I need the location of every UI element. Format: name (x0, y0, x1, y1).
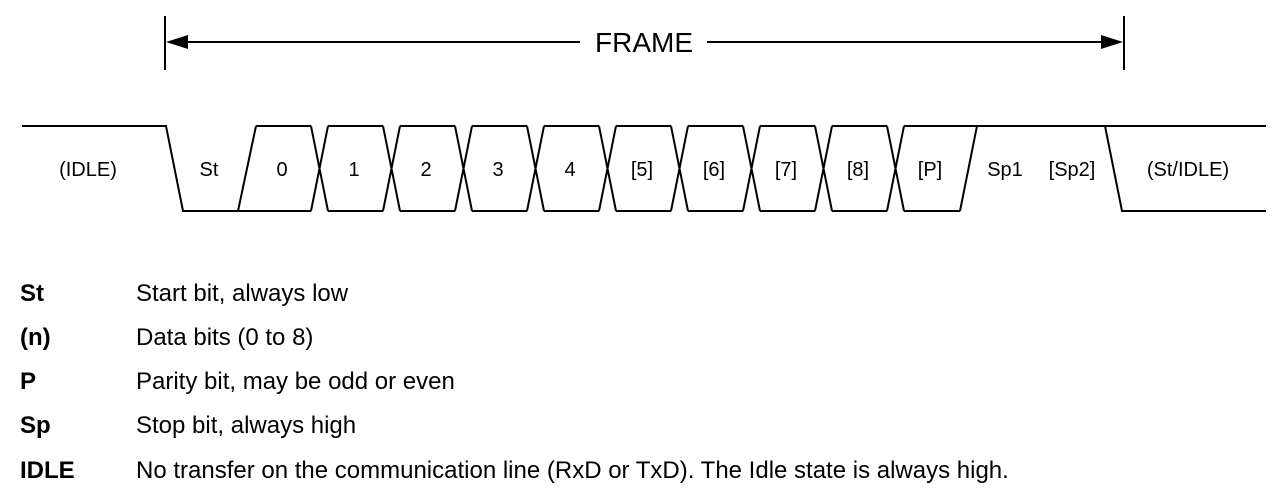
segment-label-bit-6: [6] (703, 159, 725, 181)
segment-label-stop-2: [Sp2] (1049, 159, 1096, 181)
legend-term: P (20, 368, 37, 395)
legend-description: Start bit, always low (136, 280, 349, 307)
segment-label-bit-1: 1 (348, 159, 359, 181)
segment-label-bit-8: [8] (847, 159, 869, 181)
segment-label-stop-1: Sp1 (987, 159, 1023, 181)
segment-label-parity: [P] (918, 159, 942, 181)
legend-description: Data bits (0 to 8) (136, 324, 314, 351)
segment-label-bit-2: 2 (420, 159, 431, 181)
bit-crossing-8-p (886, 125, 905, 212)
legend-description: Parity bit, may be odd or even (136, 368, 455, 395)
segment-label-bit-3: 3 (492, 159, 503, 181)
frame-label: FRAME (595, 27, 693, 58)
segment-label-next: (St/IDLE) (1147, 159, 1229, 181)
frame-arrow-left-head (166, 35, 188, 49)
bit-crossing-5-6 (670, 125, 689, 212)
bit-crossing-1-2 (382, 125, 401, 212)
legend-description: Stop bit, always high (136, 412, 357, 439)
parity-to-stop-edge (959, 125, 1105, 212)
segment-label-bit-0: 0 (276, 159, 287, 181)
legend-row-stop-bit: Sp Stop bit, always high (20, 410, 356, 442)
legend-term: (n) (20, 324, 51, 351)
frame-arrow-right-head (1101, 35, 1123, 49)
legend-row-start-bit: St Start bit, always low (20, 278, 348, 310)
legend-term: IDLE (20, 457, 75, 484)
legend-term: Sp (20, 412, 51, 439)
legend-row-parity-bit: P Parity bit, may be odd or even (20, 366, 455, 398)
bit-crossing-2-3 (454, 125, 473, 212)
idle-to-start-trace (22, 125, 256, 212)
legend-term: St (20, 280, 44, 307)
frame-timing-diagram: FRAME (IDLE) St 0 1 2 3 4 [5] [6] [7] [8… (22, 16, 1266, 212)
legend-description: No transfer on the communication line (R… (136, 457, 1009, 484)
bit-crossing-0-1 (310, 125, 329, 212)
stop-to-next-trace (1104, 125, 1266, 212)
start-to-data-edge (237, 125, 257, 212)
waveform (22, 125, 1266, 212)
bit-crossing-6-7 (742, 125, 761, 212)
bit-crossing-4-5 (598, 125, 617, 212)
legend-row-idle: IDLE No transfer on the communication li… (20, 455, 1009, 487)
segment-label-bit-7: [7] (775, 159, 797, 181)
legend-row-data-bits: (n) Data bits (0 to 8) (20, 322, 313, 354)
segment-label-idle: (IDLE) (59, 159, 117, 181)
segment-label-start: St (200, 159, 219, 181)
segment-label-bit-5: [5] (631, 159, 653, 181)
bit-crossing-3-4 (526, 125, 545, 212)
bit-crossing-7-8 (814, 125, 833, 212)
segment-label-bit-4: 4 (564, 159, 575, 181)
